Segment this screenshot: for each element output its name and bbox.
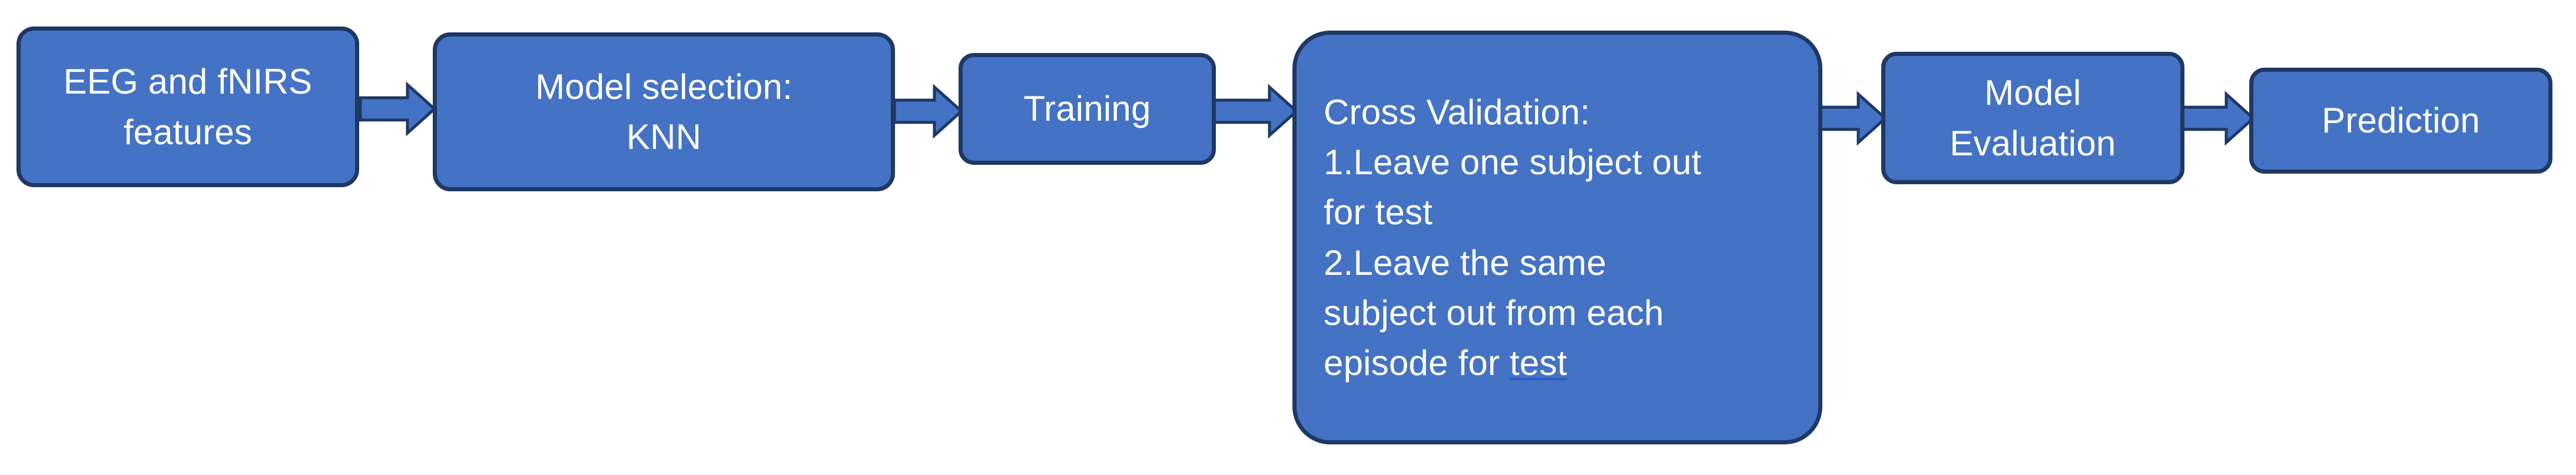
- node-text-line: episode for test: [1324, 343, 1567, 383]
- node-label-model-selection-knn: Model selection: KNN: [535, 67, 793, 157]
- node-prediction: Prediction: [2249, 68, 2552, 174]
- node-model-selection-knn: Model selection: KNN: [433, 32, 895, 191]
- arrow-features-to-model-selection: [359, 81, 437, 137]
- arrow-cross-validation-to-model-evaluation: [1818, 91, 1888, 146]
- node-text-line: 2.Leave the same: [1324, 243, 1607, 283]
- node-text-line: 1.Leave one subject out: [1324, 142, 1702, 182]
- arrow-model-evaluation-to-prediction: [2180, 91, 2256, 146]
- node-label-prediction: Prediction: [2322, 101, 2480, 141]
- arrow-model-selection-to-training: [893, 84, 964, 139]
- node-eeg-fnirs-features: EEG and fNIRS features: [16, 26, 359, 187]
- node-model-evaluation: Model Evaluation: [1881, 52, 2184, 184]
- node-cross-validation: Cross Validation: 1.Leave one subject out…: [1292, 31, 1822, 444]
- node-text-line: for test: [1324, 192, 1433, 232]
- node-training: Training: [959, 53, 1216, 165]
- node-text-line: subject out from each: [1324, 293, 1664, 333]
- node-text-line: Cross Validation:: [1324, 92, 1590, 132]
- node-label-training: Training: [1023, 89, 1151, 129]
- node-label-eeg-fnirs-features: EEG and fNIRS features: [63, 62, 313, 152]
- node-label-model-evaluation: Model Evaluation: [1950, 73, 2116, 163]
- node-label-cross-validation: Cross Validation: 1.Leave one subject out…: [1297, 87, 1818, 388]
- spellcheck-underlined-word: test: [1509, 343, 1567, 383]
- arrow-training-to-cross-validation: [1212, 84, 1299, 139]
